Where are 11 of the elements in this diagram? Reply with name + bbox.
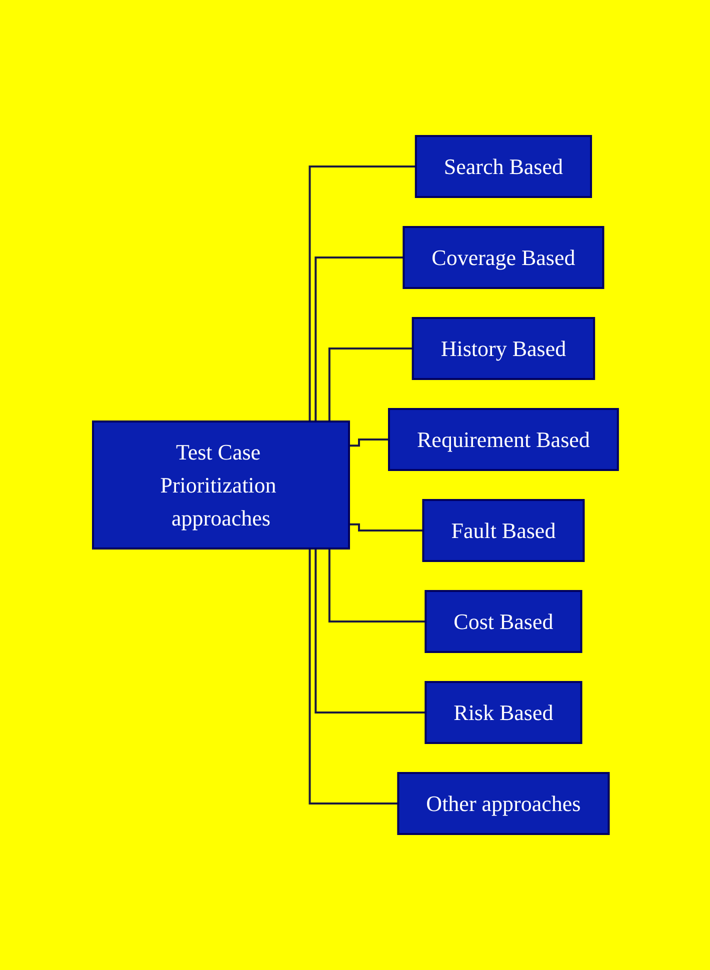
node-box: Coverage Based xyxy=(402,226,604,289)
node-box: History Based xyxy=(411,317,595,380)
node-box: Test Case Prioritization approaches xyxy=(92,420,350,550)
node-box: Cost Based xyxy=(424,590,582,653)
node-box: Other approaches xyxy=(396,772,610,835)
node-box: Search Based xyxy=(414,135,592,198)
node-box: Risk Based xyxy=(424,681,582,744)
node-box: Fault Based xyxy=(422,499,584,562)
node-box: Requirement Based xyxy=(388,408,618,471)
connector xyxy=(348,438,389,447)
connector xyxy=(348,523,423,532)
